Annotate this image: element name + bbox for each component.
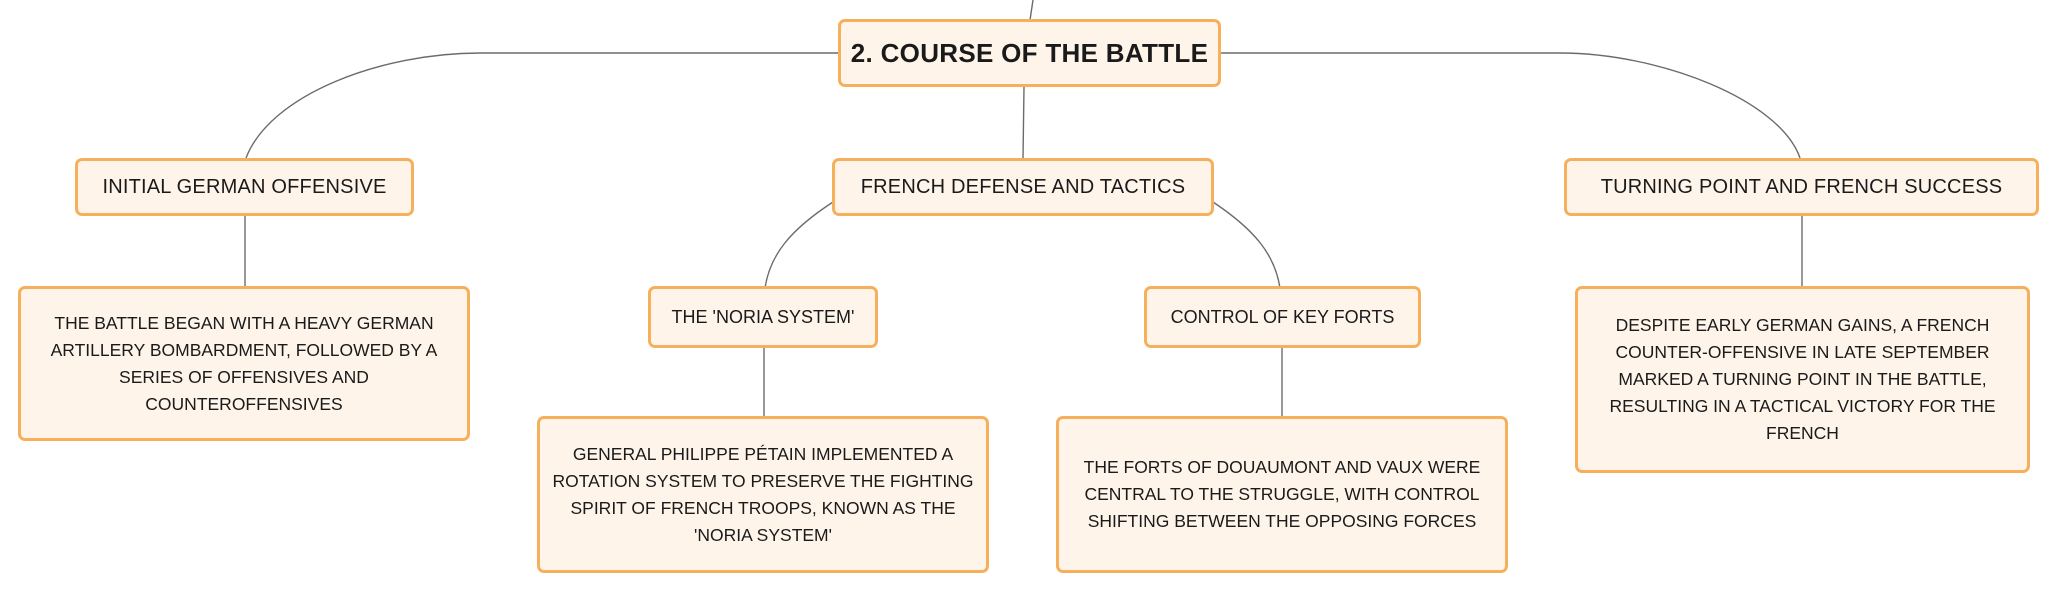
branch-initial-german-offensive: INITIAL GERMAN OFFENSIVE	[75, 158, 414, 216]
connector-root-to-french-defense	[1022, 86, 1025, 159]
branch-turning-point-and-french-success: TURNING POINT AND FRENCH SUCCESS	[1564, 158, 2039, 216]
connector-from-parent	[1029, 0, 1034, 21]
connector-root-to-turning-point	[1220, 52, 1801, 159]
subbranch-label: THE 'NORIA SYSTEM'	[671, 306, 855, 327]
subbranch-control-of-key-forts: CONTROL OF KEY FORTS	[1144, 286, 1421, 348]
subbranch-label: CONTROL OF KEY FORTS	[1170, 306, 1395, 327]
detail-text: GENERAL PHILIPPE PÉTAIN IMPLEMENTED A RO…	[552, 443, 974, 545]
root-node: 2. COURSE OF THE BATTLE	[838, 19, 1221, 87]
detail-text: DESPITE EARLY GERMAN GAINS, A FRENCH COU…	[1609, 315, 1996, 443]
root-node-label: 2. COURSE OF THE BATTLE	[850, 37, 1209, 68]
detail-text: THE FORTS OF DOUAUMONT AND VAUX WERE CEN…	[1083, 457, 1481, 531]
subbranch-noria-system: THE 'NORIA SYSTEM'	[648, 286, 878, 348]
detail-text: THE BATTLE BEGAN WITH A HEAVY GERMAN ART…	[50, 312, 438, 414]
branch-french-defense-and-tactics: FRENCH DEFENSE AND TACTICS	[832, 158, 1214, 216]
connector-french-defense-to-noria	[764, 201, 834, 289]
detail-turning-point: DESPITE EARLY GERMAN GAINS, A FRENCH COU…	[1575, 286, 2030, 473]
detail-control-of-key-forts: THE FORTS OF DOUAUMONT AND VAUX WERE CEN…	[1056, 416, 1508, 573]
connector-french-defense-to-forts	[1212, 201, 1281, 289]
detail-noria-system: GENERAL PHILIPPE PÉTAIN IMPLEMENTED A RO…	[537, 416, 989, 573]
branch-label: TURNING POINT AND FRENCH SUCCESS	[1600, 175, 2003, 198]
branch-label: INITIAL GERMAN OFFENSIVE	[102, 175, 387, 198]
detail-initial-german-offensive: THE BATTLE BEGAN WITH A HEAVY GERMAN ART…	[18, 286, 470, 441]
connector-root-to-initial-offensive	[245, 52, 838, 159]
branch-label: FRENCH DEFENSE AND TACTICS	[860, 175, 1186, 198]
